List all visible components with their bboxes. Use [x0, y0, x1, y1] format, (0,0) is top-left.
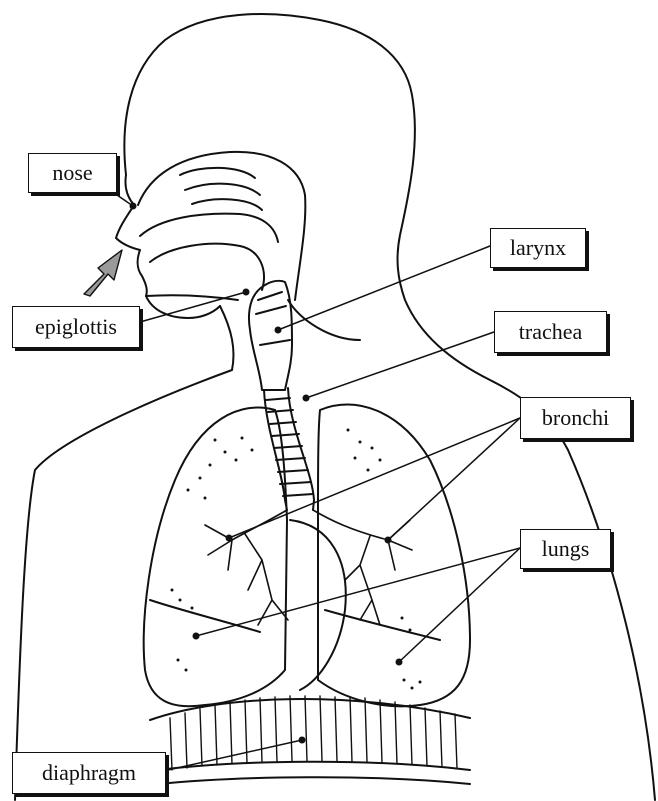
leader-trachea	[306, 332, 494, 398]
label-larynx: larynx	[490, 228, 586, 268]
dot-lungs-right	[396, 659, 403, 666]
nasal-turbinate-3	[192, 199, 262, 210]
dot-diaphragm	[299, 737, 306, 744]
nasal-turbinate-1	[180, 168, 255, 178]
label-bronchi: bronchi	[520, 397, 631, 439]
dot-bronchi-left	[226, 535, 233, 542]
dot-trachea	[303, 395, 310, 402]
leader-larynx	[278, 246, 490, 330]
nasal-turbinate-2	[185, 184, 260, 195]
larynx-cartilage	[256, 292, 290, 345]
dot-larynx	[275, 327, 282, 334]
trachea-right	[288, 388, 314, 510]
dot-bronchi-right	[385, 537, 392, 544]
inhale-arrow-icon	[84, 250, 122, 296]
larynx-shape	[249, 281, 292, 390]
dot-nose	[130, 203, 137, 210]
dot-lungs-left	[193, 633, 200, 640]
label-trachea: trachea	[494, 311, 607, 353]
neck-back-contour	[288, 300, 360, 340]
tongue	[150, 244, 264, 290]
bronchial-tree	[205, 510, 412, 625]
diaphragm-lower-edge	[158, 777, 470, 784]
lung-texture	[171, 429, 422, 690]
left-lung-fissure	[150, 600, 260, 632]
label-diaphragm: diaphragm	[12, 752, 166, 794]
leader-lungs-left	[196, 548, 520, 636]
leader-diaphragm	[168, 740, 302, 770]
hard-palate	[140, 214, 278, 242]
label-nose: nose	[28, 153, 117, 193]
label-epiglottis: epiglottis	[12, 306, 140, 348]
nasal-cavity	[138, 152, 305, 300]
label-lungs: lungs	[520, 529, 611, 569]
right-lung	[318, 404, 470, 706]
diaphragm-bottom	[158, 762, 470, 770]
left-lung	[144, 408, 287, 707]
diaphragm-top	[150, 699, 470, 720]
dot-epiglottis	[243, 289, 250, 296]
